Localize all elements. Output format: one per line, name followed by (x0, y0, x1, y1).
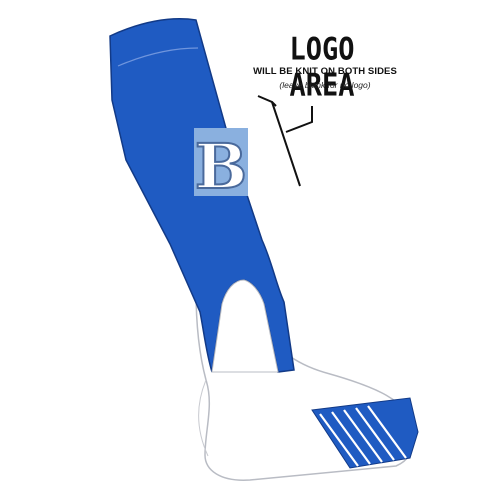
sock-toe-band (311, 397, 419, 469)
logo-area-note: (leave blank for no logo) (279, 80, 371, 90)
logo-area-title: LOGO AREA (289, 32, 355, 104)
logo-letter: B (195, 130, 247, 203)
bracket-pointer-icon (257, 95, 313, 187)
logo-area-subtitle: WILL BE KNIT ON BOTH SIDES (253, 66, 397, 77)
stirrup-arch (211, 279, 279, 373)
sock-cuff-line (117, 47, 199, 67)
sock-heel-line (198, 379, 209, 457)
logo-box (194, 128, 248, 196)
sock-toe-stripes (319, 405, 407, 467)
